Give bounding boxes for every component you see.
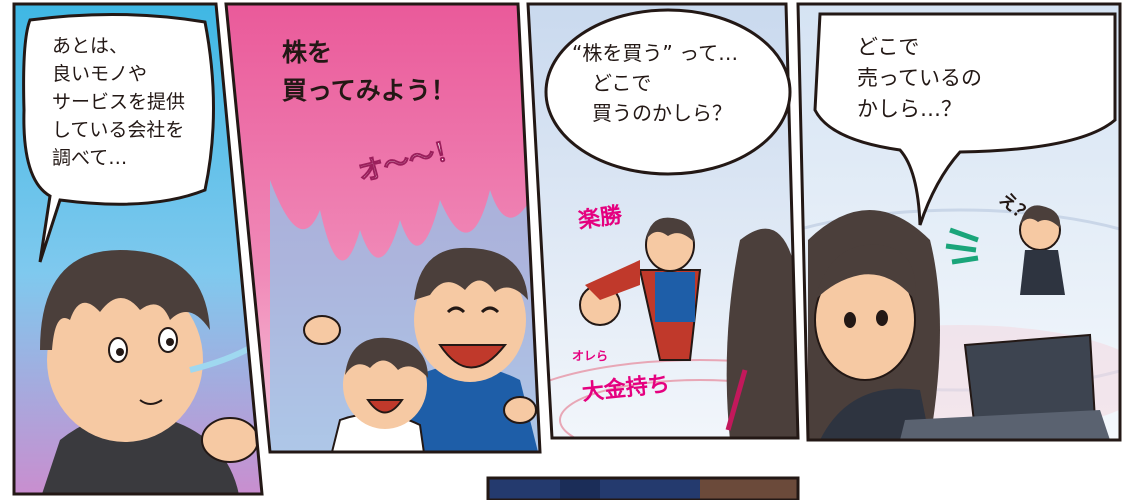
speech-line: あとは、 <box>52 35 129 57</box>
man-body <box>400 365 540 452</box>
panel-4: え？ <box>796 2 1122 442</box>
speech-line: している会社を <box>52 119 185 141</box>
speech-line: 調べて… <box>52 147 128 169</box>
speech-text-panel-1: あとは、 良いモノや サービスを提供 している会社を 調べて… <box>52 32 185 172</box>
speech-bubble-3 <box>544 8 792 176</box>
speech-line: 株を <box>282 38 333 67</box>
speech-text-panel-4: どこで 売っているの かしら…？ <box>857 32 982 125</box>
speech-line: どこで <box>572 71 652 95</box>
sfx-we: オレら <box>572 349 608 363</box>
bottom-panel-strip <box>486 476 800 500</box>
speech-line: 買ってみよう！ <box>282 76 456 105</box>
man-body <box>40 413 240 494</box>
panel-3: 楽勝 オレら 大金持ち <box>526 2 800 440</box>
speech-line: 良いモノや <box>52 63 148 85</box>
speech-line: かしら…？ <box>857 97 962 121</box>
panel-2: オ〜〜！ <box>224 2 542 454</box>
speech-line: “株を買う” って… <box>572 41 739 65</box>
man-face <box>47 278 203 442</box>
speech-line: どこで <box>857 35 920 59</box>
surprise-lines <box>945 227 979 265</box>
speech-bubble-4 <box>813 12 1117 226</box>
sfx-easy: 楽勝 <box>576 202 624 234</box>
speech-line: 買うのかしら？ <box>572 101 732 125</box>
speech-text-panel-2: 株を 買ってみよう！ <box>282 34 456 110</box>
speech-line: サービスを提供 <box>52 91 186 113</box>
panel-1 <box>12 2 264 496</box>
speech-text-panel-3: “株を買う” って… どこで 買うのかしら？ <box>572 38 738 128</box>
woman-hair <box>726 228 798 438</box>
speech-line: 売っているの <box>857 66 982 90</box>
pen-icon <box>725 369 748 431</box>
speech-bubble-1 <box>22 12 215 263</box>
man-hair <box>40 250 210 350</box>
